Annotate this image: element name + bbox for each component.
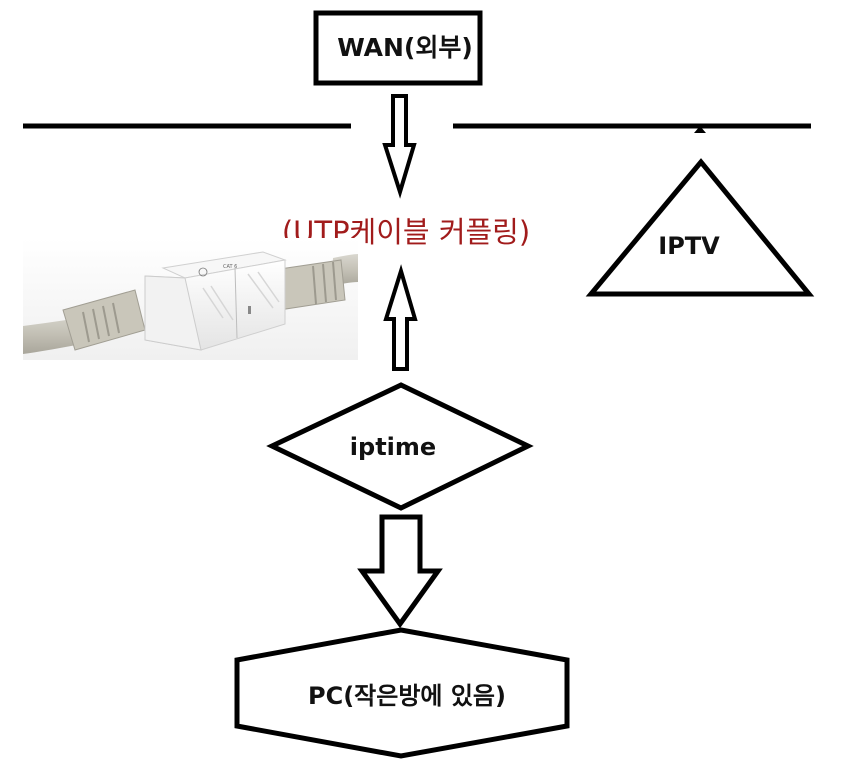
ul-mark-icon	[198, 267, 208, 277]
wan-box	[313, 10, 483, 86]
utp-coupler-photo: CAT 6	[23, 238, 358, 360]
iptv-node: IPTV	[585, 158, 815, 297]
coupler-marking: CAT 6	[223, 264, 237, 270]
iptime-node: iptime	[266, 382, 534, 511]
wan-label: WAN(외부)	[337, 33, 473, 62]
iptv-tap-mark-icon	[694, 126, 706, 133]
arrow-down-wan-icon	[382, 94, 417, 199]
pc-node: PC(작은방에 있음)	[234, 627, 570, 759]
iptime-label: iptime	[350, 433, 436, 461]
wan-node: WAN(외부)	[313, 10, 483, 86]
utp-coupler-illustration: CAT 6	[23, 238, 358, 360]
arrow-down-pc-icon	[357, 514, 443, 629]
pc-label: PC(작은방에 있음)	[308, 682, 506, 710]
iptv-label: IPTV	[658, 232, 720, 260]
arrow-up-iptime-icon	[383, 264, 418, 371]
iptime-diamond	[266, 382, 534, 511]
iptv-triangle	[585, 158, 815, 297]
pc-hexagon	[234, 627, 570, 759]
